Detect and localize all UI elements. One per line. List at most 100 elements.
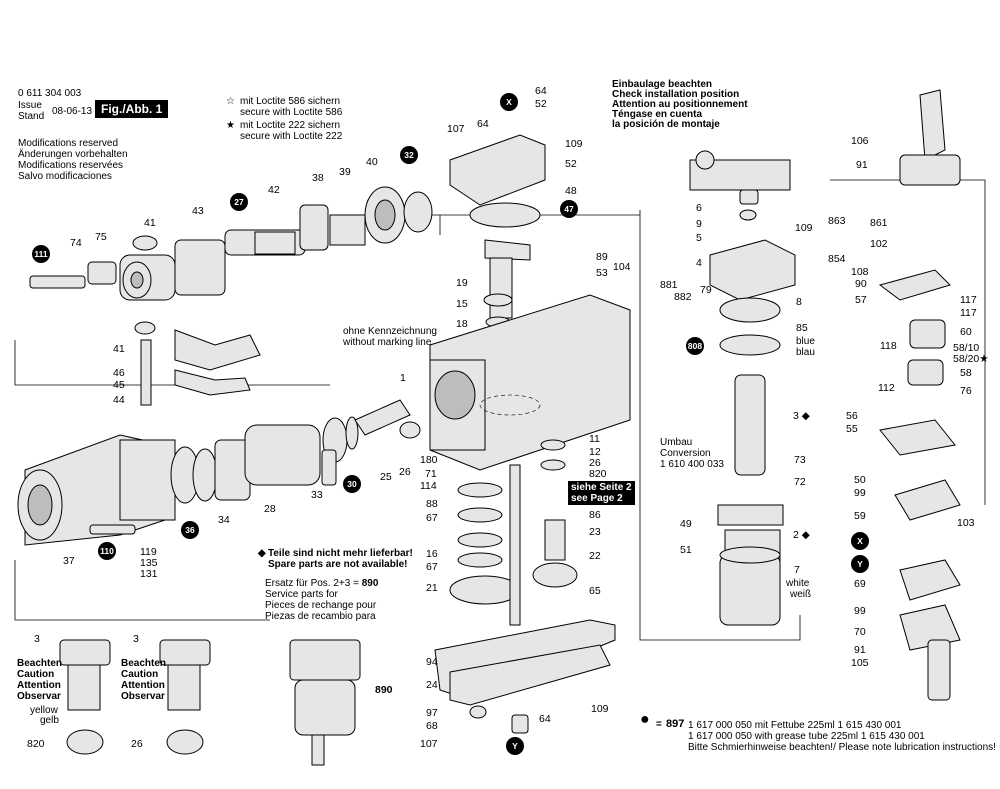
see-page-2-line-1: siehe Seite 2 xyxy=(571,482,632,493)
callout-16: 16 xyxy=(426,548,438,560)
caution-right-4: Observar xyxy=(121,691,165,702)
callout-8: 8 xyxy=(796,296,802,308)
grease-line-2: 1 617 000 050 with grease tube 225ml 1 6… xyxy=(688,731,925,742)
loctite-222-line-1: mit Loctite 222 sichern xyxy=(240,120,341,131)
callout-22: 22 xyxy=(589,550,601,562)
callout-107: 107 xyxy=(447,123,465,135)
callout-46: 46 xyxy=(113,367,125,379)
callout-40: 40 xyxy=(366,156,378,168)
callout-5: 5 xyxy=(696,232,702,244)
issue-date: 08-06-13 xyxy=(52,106,93,117)
callout-85: 85 xyxy=(796,322,808,334)
callout-11: 11 xyxy=(589,433,600,445)
callout-57: 57 xyxy=(855,294,867,306)
callout-97: 97 xyxy=(426,707,438,719)
callout-67: 67 xyxy=(426,512,438,524)
modifications-line-4: Salvo modificaciones xyxy=(18,171,112,182)
badge-x: X xyxy=(500,93,518,111)
callout-48: 48 xyxy=(565,185,577,197)
callout-68: 68 xyxy=(426,720,438,732)
not-available-line-2: Spare parts are not available! xyxy=(268,559,408,570)
callout-103: 103 xyxy=(957,517,975,529)
callout-106: 106 xyxy=(851,135,869,147)
conversion-line-2: Conversion xyxy=(660,448,711,459)
install-note-5: la posición de montaje xyxy=(612,119,720,130)
callout-105: 105 xyxy=(851,657,869,669)
no-marking-line-2: without marking line xyxy=(343,337,432,348)
caution-left-1: Beachten xyxy=(17,658,63,669)
callout-37: 37 xyxy=(63,555,75,567)
callout-820-left: 820 xyxy=(27,738,45,750)
callout-72: 72 xyxy=(794,476,806,488)
chuck-tube-assembly xyxy=(29,186,433,406)
figure-label: Fig./Abb. 1 xyxy=(95,100,169,118)
callout-135: 135 xyxy=(140,557,158,569)
callout-99a: 99 xyxy=(854,487,866,499)
installation-detail-left xyxy=(59,639,111,755)
modifications-line-3: Modifications reservées xyxy=(18,160,124,171)
callout-38: 38 xyxy=(312,172,324,184)
callout-53: 53 xyxy=(596,267,608,279)
callout-94: 94 xyxy=(426,656,438,668)
callout-23: 23 xyxy=(589,526,601,538)
callout-42: 42 xyxy=(268,184,280,196)
callout-109-bottom: 109 xyxy=(591,703,609,715)
callout-89: 89 xyxy=(596,251,608,263)
callout-64: 64 xyxy=(477,118,489,130)
blue-label: blue xyxy=(796,336,815,347)
callout-65: 65 xyxy=(589,585,601,597)
callout-79: 79 xyxy=(700,284,712,296)
loctite-586-line-1: mit Loctite 586 sichern xyxy=(240,96,341,107)
callout-854: 854 xyxy=(828,253,846,265)
callout-6: 6 xyxy=(696,202,702,214)
caution-right-2: Caution xyxy=(121,669,159,680)
callout-91b: 91 xyxy=(854,644,866,656)
installation-detail-right xyxy=(159,639,211,755)
modifications-line-1: Modifications reserved xyxy=(18,138,119,149)
badge-y-right: Y xyxy=(851,555,869,573)
badge-36: 36 xyxy=(181,521,199,539)
conversion-line-3: 1 610 400 033 xyxy=(660,459,724,470)
conversion-line-1: Umbau xyxy=(660,437,693,448)
callout-52: 52 xyxy=(565,158,577,170)
grease-dot-icon: ● xyxy=(640,711,650,728)
callout-109: 109 xyxy=(565,138,583,150)
caution-left-2: Caution xyxy=(17,669,55,680)
not-available-line-1: Teile sind nicht mehr lieferbar! xyxy=(268,548,413,559)
ersatz-line-3: Pieces de rechange pour xyxy=(265,600,377,611)
callout-56: 56 xyxy=(846,410,858,422)
part-number: 0 611 304 003 xyxy=(18,88,82,99)
badge-110: 110 xyxy=(98,542,116,560)
callout-51: 51 xyxy=(680,544,692,556)
grease-line-1: 1 617 000 050 mit Fettube 225ml 1 615 43… xyxy=(688,720,902,731)
callout-70: 70 xyxy=(854,626,866,638)
ersatz-line-4: Piezas de recambio para xyxy=(265,611,376,622)
callout-109-right: 109 xyxy=(795,222,813,234)
callout-26-center: 26 xyxy=(589,457,601,469)
callout-44: 44 xyxy=(113,394,125,406)
callout-28: 28 xyxy=(264,503,276,515)
badge-27: 27 xyxy=(230,193,248,211)
badge-111: 111 xyxy=(32,245,50,263)
install-note-1: Einbaulage beachten xyxy=(612,79,713,90)
callout-88: 88 xyxy=(426,498,438,510)
install-note-4: Téngase en cuenta xyxy=(612,109,703,120)
blau-label: blau xyxy=(796,347,815,358)
callout-881: 881 xyxy=(660,279,678,291)
caution-right-1: Beachten xyxy=(121,658,167,669)
loctite-586-line-2: secure with Loctite 586 xyxy=(240,107,343,118)
callout-60: 60 xyxy=(960,326,972,338)
callout-99b: 99 xyxy=(854,605,866,617)
install-note-3: Attention au positionnement xyxy=(612,99,748,110)
callout-71: 71 xyxy=(425,468,437,480)
callout-3-right: 3 xyxy=(133,633,139,645)
callout-45: 45 xyxy=(113,379,125,391)
diamond-icon: ◆ xyxy=(258,548,266,559)
hammer-tube-assembly xyxy=(17,399,421,546)
callout-12: 12 xyxy=(589,446,601,458)
callout-107-bottom: 107 xyxy=(420,738,438,750)
callout-4: 4 xyxy=(696,257,702,269)
callout-69: 69 xyxy=(854,578,866,590)
callout-74: 74 xyxy=(70,237,82,249)
